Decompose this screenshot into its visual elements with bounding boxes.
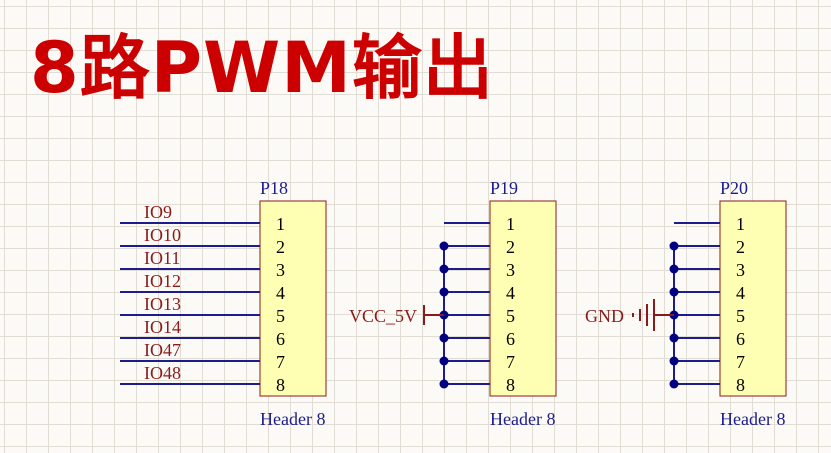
pin-number: 8: [506, 375, 515, 395]
junction-dot: [669, 287, 679, 297]
header-comment: Header 8: [720, 409, 785, 429]
net-label: IO47: [144, 340, 181, 360]
junction-dot: [439, 264, 449, 274]
header-body[interactable]: [489, 200, 557, 397]
junction-dot: [439, 356, 449, 366]
ground-icon: [632, 299, 655, 331]
header-body[interactable]: [719, 200, 787, 397]
pin-number: 1: [506, 214, 515, 234]
pin-number: 2: [276, 237, 285, 257]
page-title: 8路PWM输出: [30, 27, 494, 109]
power-port-label: VCC_5V: [349, 306, 417, 326]
junction-dot: [669, 333, 679, 343]
net-label: IO13: [144, 294, 181, 314]
net-label: IO9: [144, 202, 172, 222]
pin-number: 2: [736, 237, 745, 257]
designator-label: P20: [720, 178, 748, 198]
junction-dot: [439, 287, 449, 297]
pin-number: 4: [736, 283, 745, 303]
junction-dot: [439, 333, 449, 343]
pin-number: 2: [506, 237, 515, 257]
pin-number: 8: [276, 375, 285, 395]
pin-number: 1: [276, 214, 285, 234]
pin-number: 6: [506, 329, 515, 349]
junction-dot: [669, 356, 679, 366]
header-comment: Header 8: [490, 409, 555, 429]
designator-label: P18: [260, 178, 288, 198]
junction-dot: [439, 379, 449, 389]
net-label: IO14: [144, 317, 181, 337]
designator-label: P19: [490, 178, 518, 198]
net-label: IO10: [144, 225, 181, 245]
power-port-label: GND: [585, 306, 624, 326]
junction-dot: [669, 241, 679, 251]
pin-number: 5: [506, 306, 515, 326]
pin-number: 4: [276, 283, 285, 303]
pin-number: 6: [736, 329, 745, 349]
pin-number: 4: [506, 283, 515, 303]
pin-number: 7: [736, 352, 745, 372]
pin-number: 7: [506, 352, 515, 372]
pin-number: 5: [276, 306, 285, 326]
pin-number: 3: [276, 260, 285, 280]
junction-dot: [669, 264, 679, 274]
net-label: IO11: [144, 248, 180, 268]
pin-number: 3: [506, 260, 515, 280]
junction-dot: [439, 241, 449, 251]
junction-dot: [669, 379, 679, 389]
header-comment: Header 8: [260, 409, 325, 429]
pin-number: 1: [736, 214, 745, 234]
pin-number: 5: [736, 306, 745, 326]
pin-number: 7: [276, 352, 285, 372]
pin-number: 3: [736, 260, 745, 280]
net-label: IO48: [144, 363, 181, 383]
pin-number: 6: [276, 329, 285, 349]
net-label: IO12: [144, 271, 181, 291]
header-body[interactable]: [259, 200, 327, 397]
pin-number: 8: [736, 375, 745, 395]
